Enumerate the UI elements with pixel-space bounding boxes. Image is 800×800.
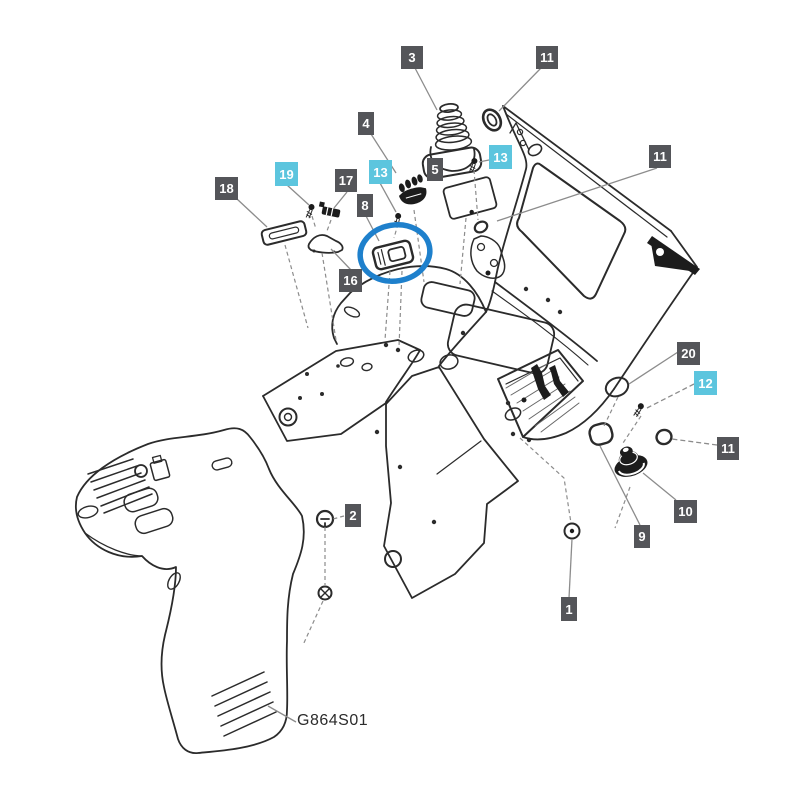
screw-icon <box>633 403 644 417</box>
ring-grommet-9 <box>588 422 614 446</box>
part-label-11[interactable]: 11 <box>717 437 739 460</box>
highlight-circle <box>357 222 433 284</box>
part-label-18[interactable]: 18 <box>215 177 238 200</box>
part-label-13[interactable]: 13 <box>369 160 392 184</box>
screw-icon <box>305 204 315 219</box>
part-label-10[interactable]: 10 <box>674 500 697 523</box>
lever-parts <box>521 364 569 403</box>
rubber-boot <box>614 446 648 477</box>
part-label-3[interactable]: 3 <box>401 46 423 69</box>
slotted-plate <box>260 220 308 246</box>
assembly-dashed-lines <box>284 169 642 646</box>
part-label-11[interactable]: 11 <box>536 46 558 69</box>
wire-connector <box>398 174 427 205</box>
part-label-4[interactable]: 4 <box>358 112 374 135</box>
part-label-19[interactable]: 19 <box>275 162 298 186</box>
grommet-top <box>481 108 503 132</box>
part-label-20[interactable]: 20 <box>677 342 700 365</box>
part-label-11[interactable]: 11 <box>649 145 671 168</box>
gear-boot <box>421 103 483 180</box>
ring-grommet-20 <box>604 376 630 398</box>
vent-slots-bottom <box>211 671 277 737</box>
screw-icon <box>469 158 478 173</box>
part-label-5[interactable]: 5 <box>427 158 443 181</box>
ring-grommet-11 <box>655 428 673 446</box>
part-label-17[interactable]: 17 <box>335 169 357 192</box>
leader-lines <box>236 67 718 723</box>
console-deck <box>331 265 615 441</box>
panel-linework <box>74 103 698 754</box>
part-label-12[interactable]: 12 <box>694 371 717 395</box>
support-bracket <box>307 234 344 254</box>
part-label-9[interactable]: 9 <box>634 525 650 548</box>
screw-washer-1 <box>563 522 581 540</box>
grommet-mid <box>473 220 489 234</box>
highlighted-latch-part <box>371 239 415 271</box>
clip-part <box>318 201 341 218</box>
bracket-cluster <box>470 235 506 279</box>
part-label-8[interactable]: 8 <box>357 194 373 217</box>
side-cover-panel <box>74 427 305 754</box>
part-label-16[interactable]: 16 <box>339 269 362 292</box>
diagram-code: G864S01 <box>297 712 369 729</box>
lower-front-panel <box>374 366 532 599</box>
vent-slots-top <box>87 458 153 514</box>
window-cutout <box>516 162 627 300</box>
part-label-1[interactable]: 1 <box>561 597 577 621</box>
part-label-2[interactable]: 2 <box>345 504 361 527</box>
corner-brace <box>647 236 700 275</box>
floor-panel <box>262 339 421 442</box>
gasket-plate <box>442 176 498 220</box>
panel-hole-oval <box>527 143 543 157</box>
ink-parts <box>318 174 700 477</box>
part-label-13[interactable]: 13 <box>489 145 512 169</box>
